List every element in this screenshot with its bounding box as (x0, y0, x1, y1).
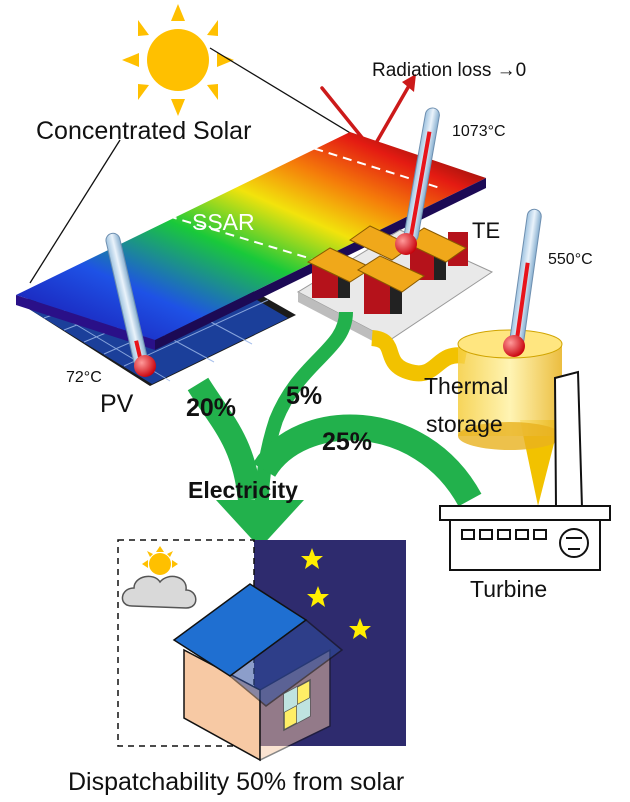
dispatchability-label: Dispatchability 50% from solar (68, 768, 404, 796)
thermal-storage-tank (457, 329, 563, 450)
electricity-label: Electricity (188, 477, 298, 503)
cloud-sun-icon (121, 546, 197, 609)
thermometer-mid (503, 208, 542, 357)
house-icon (172, 583, 344, 762)
temp-mid-label: 550°C (548, 251, 593, 268)
electricity-arrowhead (216, 500, 304, 548)
star-icon (301, 548, 323, 569)
te-share-label: 5% (286, 382, 322, 410)
radiation-loss-label: Radiation loss →0 (372, 60, 526, 81)
turbine (439, 370, 611, 571)
concentration-lines (29, 47, 353, 284)
temp-hot-label: 1073°C (452, 123, 506, 140)
turbine-label: Turbine (470, 576, 547, 602)
window-icon (283, 678, 311, 732)
concentrated-solar-label: Concentrated Solar (36, 117, 251, 145)
sun-icon (122, 4, 234, 116)
thermal-storage-label-1: Thermal (424, 373, 508, 399)
thermal-share-label: 25% (322, 428, 372, 456)
thermometer-hot (395, 107, 440, 255)
ssar-label: SSAR (192, 209, 255, 235)
thermal-storage-label-2: storage (426, 411, 503, 437)
electricity-flows (187, 311, 482, 507)
thermometer-pv (105, 232, 156, 377)
day-panel (117, 539, 255, 747)
star-icon (349, 618, 371, 639)
star-icon (307, 586, 329, 607)
pv-label: PV (100, 390, 134, 418)
temp-pv-label: 72°C (66, 369, 102, 386)
pv-share-label: 20% (186, 394, 236, 422)
te-label: TE (472, 218, 500, 243)
